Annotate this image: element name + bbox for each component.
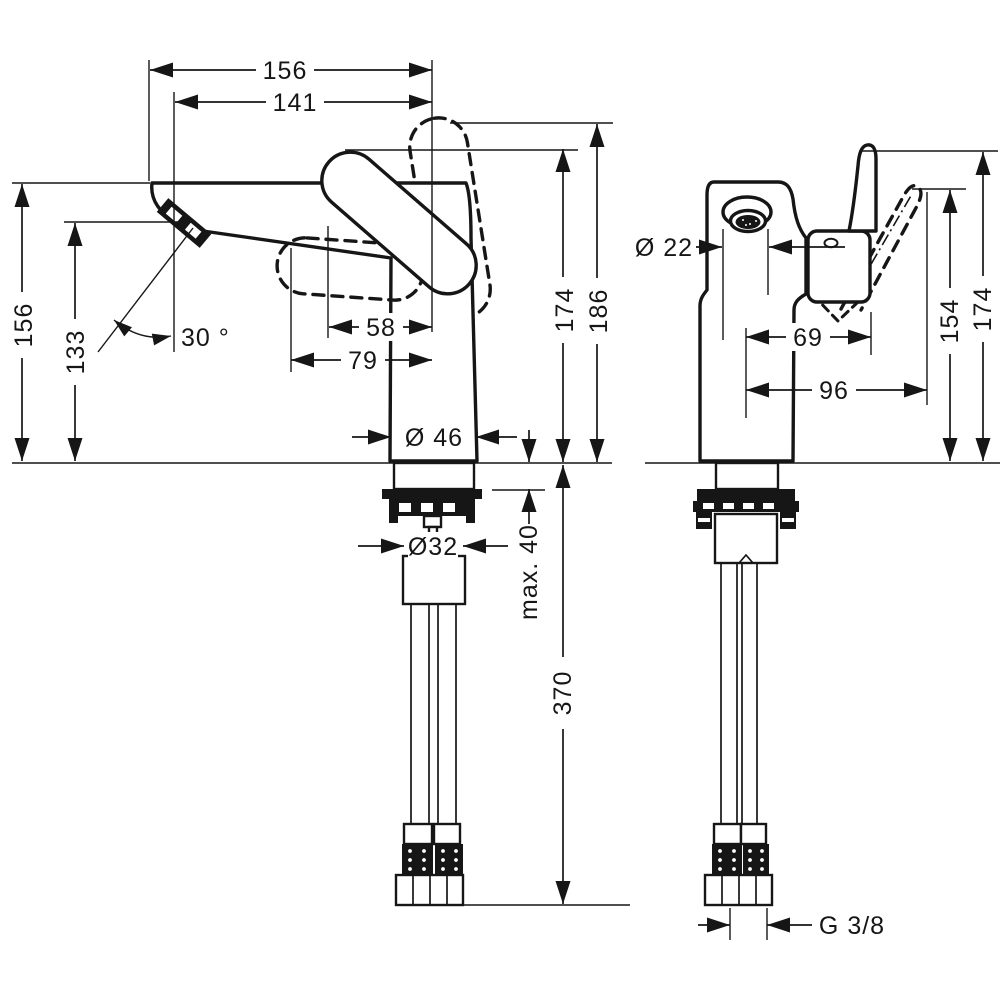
- dim-label: 156: [10, 303, 38, 348]
- mounting-hardware-front: [693, 461, 799, 565]
- dim-aerator-angle: 30 °: [97, 227, 230, 353]
- hose-crimp-left: [402, 844, 433, 875]
- dim-outlet-diameter: Ø 22: [635, 234, 845, 262]
- dim-thread-size: G 3/8: [698, 912, 885, 940]
- supply-hoses-side: [394, 604, 465, 907]
- dim-label: 69: [793, 324, 823, 352]
- dim-label: Ø 46: [405, 424, 463, 452]
- supply-hoses-front: [703, 563, 774, 907]
- dim-front-height-total: 174: [968, 152, 997, 461]
- dim-handle-reach: 79: [291, 346, 432, 375]
- dim-label: Ø 22: [635, 234, 693, 262]
- dimension-annotations: 156 141 156 133: [9, 56, 1000, 940]
- dim-label: 58: [366, 314, 396, 342]
- dim-label: 141: [273, 89, 318, 117]
- dim-front-offset-small: 69: [746, 323, 871, 352]
- dim-label: 186: [585, 289, 613, 334]
- dim-label: 174: [969, 287, 997, 332]
- faucet-body-front: [698, 180, 808, 463]
- dim-label: G 3/8: [819, 912, 885, 940]
- handle-escutcheon: [806, 229, 872, 304]
- side-view: [150, 116, 492, 907]
- dim-shank-diameter: Ø32: [358, 532, 508, 561]
- dim-base-diameter: Ø 46: [352, 424, 517, 452]
- dim-height-handle-max: 186: [584, 124, 613, 462]
- dim-label: 154: [936, 299, 964, 344]
- aerator-front: [721, 195, 773, 234]
- dim-label: 370: [549, 671, 577, 716]
- dim-aerator-reach: 141: [175, 88, 432, 117]
- dim-label: 79: [348, 347, 378, 375]
- hose-nut-front: [703, 873, 774, 907]
- dim-label: 96: [819, 377, 849, 405]
- dim-height-aerator: 133: [61, 223, 90, 461]
- extension-lines: [12, 60, 1000, 940]
- front-view: [693, 143, 923, 907]
- dim-label: 156: [263, 57, 308, 85]
- hose-crimp-right-front: [743, 844, 769, 875]
- handle-centerline-dashdot: [848, 193, 913, 303]
- dim-max-deck-thickness: max. 40: [514, 430, 543, 620]
- dim-handle-to-center: 58: [329, 313, 432, 342]
- handle-lever-side: [320, 150, 478, 296]
- dim-label: Ø32: [408, 533, 458, 561]
- dim-label: 174: [551, 288, 579, 333]
- handle-lowered-dashed-front: [811, 293, 861, 324]
- escutcheon-hole: [823, 237, 839, 249]
- dim-label: max. 40: [515, 524, 543, 620]
- dim-spout-reach-overall: 156: [150, 56, 432, 85]
- dim-label: 30 °: [181, 324, 230, 352]
- hose-crimp-left-front: [712, 844, 742, 875]
- dim-front-offset-large: 96: [746, 376, 927, 405]
- hose-nut-side: [394, 873, 465, 907]
- dim-label: 133: [62, 330, 90, 375]
- handle-raised-dashed-front: [839, 183, 923, 312]
- hose-crimp-right: [435, 844, 463, 875]
- dim-hose-length: 370: [548, 465, 577, 904]
- dim-front-height-handle: 154: [935, 190, 964, 461]
- handle-lever-front: [847, 143, 878, 233]
- dim-height-spout: 156: [9, 184, 38, 461]
- dim-height-body: 174: [550, 149, 579, 462]
